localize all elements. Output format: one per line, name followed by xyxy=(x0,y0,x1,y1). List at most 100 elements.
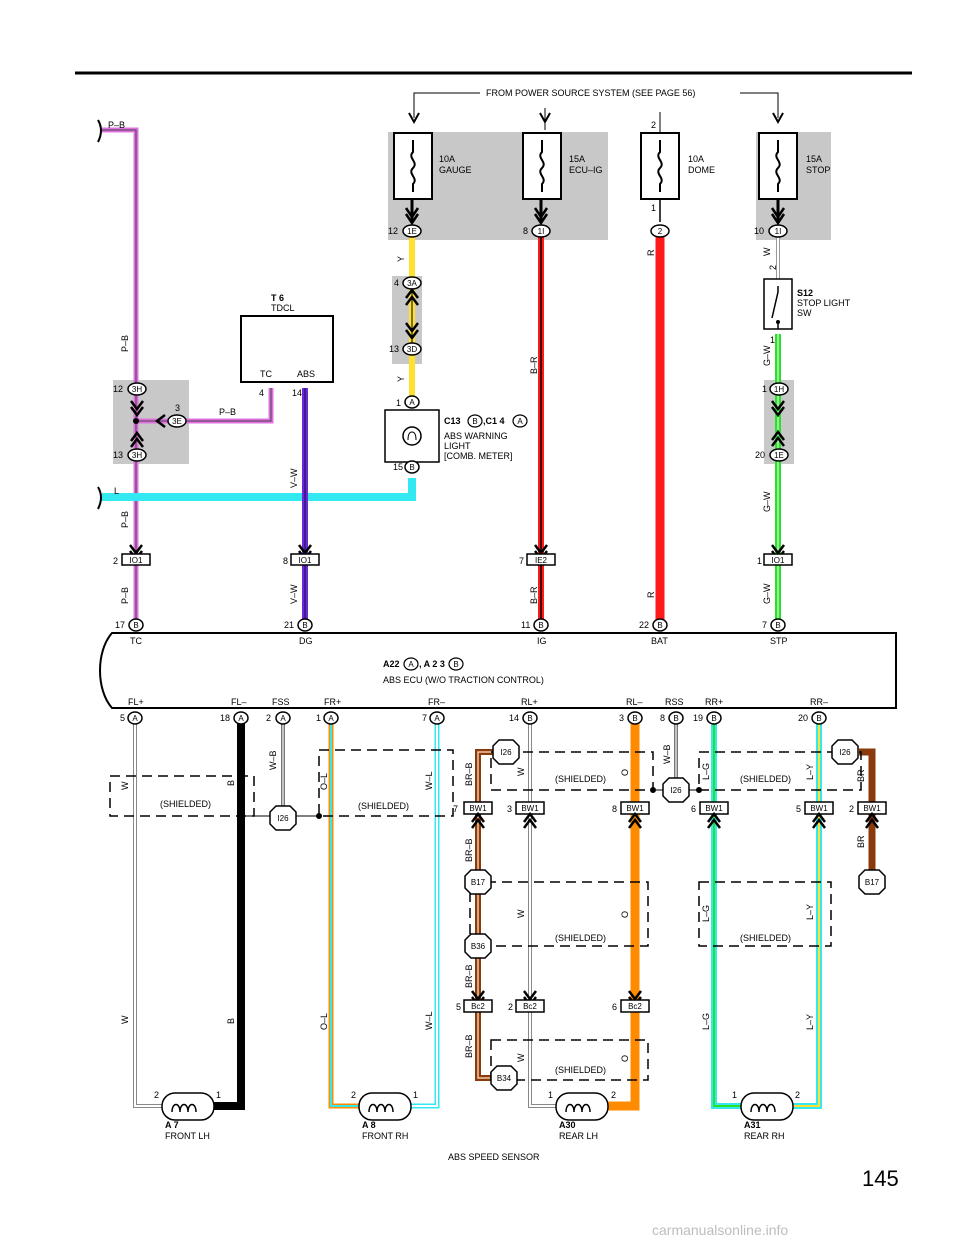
svg-text:Bc2: Bc2 xyxy=(523,1002,537,1011)
conn-1i-ecu: 8 1I xyxy=(523,224,551,238)
svg-text:C13: C13 xyxy=(444,416,461,426)
svg-text:2: 2 xyxy=(795,1090,800,1100)
svg-text:FRONT LH: FRONT LH xyxy=(165,1131,210,1141)
ground-b17-right: B17 xyxy=(858,869,886,895)
svg-text:7: 7 xyxy=(453,804,458,814)
power-source-header: FROM POWER SOURCE SYSTEM (SEE PAGE 56) xyxy=(408,88,784,132)
svg-text:L–G: L–G xyxy=(701,905,711,922)
svg-text:12: 12 xyxy=(388,226,398,236)
svg-text:IO1: IO1 xyxy=(299,556,312,565)
sensor-front-lh: 2 1 A 7 FRONT LH xyxy=(154,1090,221,1141)
wire-l xyxy=(102,478,416,501)
svg-text:12: 12 xyxy=(113,384,123,394)
svg-text:BW1: BW1 xyxy=(469,804,487,813)
svg-text:REAR RH: REAR RH xyxy=(744,1131,785,1141)
svg-text:22: 22 xyxy=(639,620,649,630)
wire-rl-minus xyxy=(606,718,640,1111)
svg-text:3H: 3H xyxy=(132,451,142,460)
svg-text:21: 21 xyxy=(284,620,294,630)
svg-text:BW1: BW1 xyxy=(863,804,881,813)
svg-text:G–W: G–W xyxy=(762,491,772,512)
svg-text:Y: Y xyxy=(396,256,406,262)
stop-light-switch: 2 1 S12 STOP LIGHT SW xyxy=(763,265,851,345)
svg-text:O: O xyxy=(620,1055,630,1062)
bw1-connectors: 7 BW1 3 BW1 8 BW1 6 BW1 5 BW1 2 BW1 xyxy=(453,801,887,829)
svg-text:BW1: BW1 xyxy=(626,804,644,813)
svg-text:I26: I26 xyxy=(670,786,682,795)
svg-text:2: 2 xyxy=(611,1090,616,1100)
ground-b36: B36 xyxy=(464,933,492,959)
bc2-connectors: 5 Bc2 2 Bc2 6 Bc2 xyxy=(456,990,650,1013)
svg-text:A30: A30 xyxy=(559,1120,576,1130)
svg-text:1: 1 xyxy=(770,335,775,345)
svg-text:1: 1 xyxy=(216,1090,221,1100)
svg-text:W: W xyxy=(762,247,772,256)
svg-text:Bc2: Bc2 xyxy=(628,1002,642,1011)
svg-text:14: 14 xyxy=(292,388,302,398)
svg-text:8: 8 xyxy=(612,804,617,814)
svg-text:A31: A31 xyxy=(744,1120,761,1130)
wire-fr-minus xyxy=(408,718,440,1109)
wire-break-top xyxy=(97,119,102,143)
svg-text:DOME: DOME xyxy=(688,165,715,175)
fuse-ecu-ig: 15A ECU–IG xyxy=(522,132,603,226)
svg-text:15: 15 xyxy=(393,462,403,472)
svg-text:A: A xyxy=(517,417,523,426)
watermark: carmanualsonline.info xyxy=(652,1222,789,1238)
svg-text:15A: 15A xyxy=(569,154,585,164)
svg-text:L–Y: L–Y xyxy=(805,904,815,920)
svg-text:TDCL: TDCL xyxy=(271,303,295,313)
svg-text:2: 2 xyxy=(849,804,854,814)
shielded-labels: (SHIELDED) (SHIELDED) (SHIELDED) (SHIELD… xyxy=(160,774,791,1075)
svg-text:A: A xyxy=(238,714,244,723)
svg-text:1: 1 xyxy=(413,1090,418,1100)
svg-text:(SHIELDED): (SHIELDED) xyxy=(555,1065,606,1075)
fuse-stop: 15A STOP xyxy=(758,132,830,226)
wire-fl-minus xyxy=(213,718,245,1110)
svg-text:RR+: RR+ xyxy=(705,697,723,707)
svg-text:2: 2 xyxy=(154,1090,159,1100)
svg-text:6: 6 xyxy=(691,804,696,814)
svg-text:STP: STP xyxy=(770,636,788,646)
wire-br-right xyxy=(859,748,876,882)
svg-text:L–G: L–G xyxy=(701,1013,711,1030)
svg-text:3: 3 xyxy=(619,713,624,723)
svg-text:FL+: FL+ xyxy=(128,697,144,707)
svg-text:W: W xyxy=(120,1015,130,1024)
svg-text:18: 18 xyxy=(220,713,230,723)
svg-text:B17: B17 xyxy=(865,878,880,887)
svg-text:W: W xyxy=(516,767,526,776)
svg-text:2: 2 xyxy=(651,120,656,130)
svg-text:7: 7 xyxy=(519,556,524,566)
svg-text:LIGHT: LIGHT xyxy=(444,441,471,451)
svg-text:W: W xyxy=(516,1053,526,1062)
svg-text:O: O xyxy=(620,911,630,918)
svg-text:4: 4 xyxy=(259,388,264,398)
svg-text:A: A xyxy=(132,714,138,723)
svg-text:IG: IG xyxy=(537,636,547,646)
svg-text:6: 6 xyxy=(612,1002,617,1012)
svg-text:1I: 1I xyxy=(538,227,545,236)
svg-text:V–W: V–W xyxy=(289,584,299,604)
svg-text:2: 2 xyxy=(113,556,118,566)
svg-text:FSS: FSS xyxy=(272,697,290,707)
shield-grounds xyxy=(238,787,702,819)
svg-text:13: 13 xyxy=(389,344,399,354)
svg-text:1E: 1E xyxy=(407,227,417,236)
ecu-bottom-names: FL+ FL– FSS FR+ FR– RL+ RL– RSS RR+ RR– xyxy=(128,697,828,707)
svg-text:8: 8 xyxy=(660,713,665,723)
tdcl-connector: T 6 TDCL TC ABS 4 14 xyxy=(240,293,334,398)
svg-text:(SHIELDED): (SHIELDED) xyxy=(740,933,791,943)
svg-text:B: B xyxy=(673,714,678,723)
svg-text:B34: B34 xyxy=(497,1074,512,1083)
svg-text:S12: S12 xyxy=(797,288,813,298)
svg-text:A: A xyxy=(280,714,286,723)
svg-text:O: O xyxy=(620,769,630,776)
svg-text:(SHIELDED): (SHIELDED) xyxy=(740,774,791,784)
svg-text:DG: DG xyxy=(299,636,313,646)
svg-text:3A: 3A xyxy=(407,279,417,288)
svg-text:RSS: RSS xyxy=(665,697,684,707)
ground-i26-rss: I26 xyxy=(662,777,690,803)
svg-text:BW1: BW1 xyxy=(705,804,723,813)
